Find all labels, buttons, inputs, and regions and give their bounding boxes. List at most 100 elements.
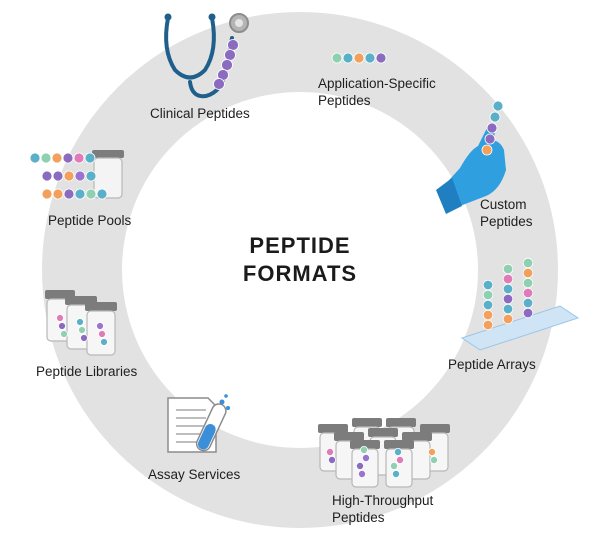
bead: [492, 100, 504, 112]
label-high-throughput-line-1: High-Throughput: [332, 493, 434, 508]
label-peptide-pools: Peptide Pools: [48, 212, 131, 229]
bead: [58, 322, 66, 330]
bead: [427, 447, 436, 456]
bead: [482, 279, 494, 291]
label-peptide-pools-text: Peptide Pools: [48, 213, 132, 228]
bead: [213, 78, 225, 90]
bead: [56, 314, 64, 322]
jar-lid: [352, 418, 382, 427]
jar-cluster-icon: [318, 418, 450, 488]
bead: [80, 334, 88, 342]
bead-rows-jar-icon: [29, 150, 124, 200]
center-title-line-2: FORMATS: [242, 261, 358, 286]
label-peptide-libraries-text: Peptide Libraries: [36, 364, 138, 379]
bead: [522, 307, 534, 319]
bead: [227, 39, 239, 51]
bead: [40, 152, 52, 164]
bead: [78, 326, 86, 334]
label-custom-peptides-line-1: Custom: [480, 197, 527, 212]
bead: [522, 297, 534, 309]
bead: [502, 293, 514, 305]
bead: [52, 170, 64, 182]
jar-lid: [368, 428, 398, 437]
bead: [359, 445, 368, 454]
bead: [482, 289, 494, 301]
report-test-tube-icon: [167, 394, 230, 453]
bead: [391, 469, 400, 478]
peptide-array-slide-icon: [460, 257, 580, 351]
label-clinical-peptides-text: Clinical Peptides: [150, 106, 250, 121]
jar-lid: [318, 424, 348, 433]
bead: [63, 170, 75, 182]
bead: [364, 52, 376, 64]
bead: [486, 122, 498, 134]
bead-chain-icon: [331, 52, 387, 64]
bead: [522, 287, 534, 299]
bead: [482, 309, 494, 321]
bead: [76, 318, 84, 326]
jar-lid: [420, 424, 450, 433]
bead: [482, 319, 494, 331]
bead: [489, 111, 501, 123]
bead: [96, 322, 104, 330]
stethoscope-icon: [164, 13, 249, 99]
bead: [85, 188, 97, 200]
label-assay-services-text: Assay Services: [148, 467, 241, 482]
bead: [327, 455, 336, 464]
bead: [73, 152, 85, 164]
bead: [85, 170, 97, 182]
bead: [41, 170, 53, 182]
bead: [481, 144, 493, 156]
bead: [357, 469, 366, 478]
bead: [502, 283, 514, 295]
bead: [100, 338, 108, 346]
jar-lid: [334, 432, 364, 441]
bead: [98, 330, 106, 338]
bead: [52, 188, 64, 200]
bead: [84, 152, 96, 164]
center-title-line-1: PEPTIDE: [249, 233, 351, 258]
bead: [502, 313, 514, 325]
bead: [355, 461, 364, 470]
bead: [522, 257, 534, 269]
bead: [62, 152, 74, 164]
bead: [29, 152, 41, 164]
bead: [429, 455, 438, 464]
jar-lid: [384, 440, 414, 449]
label-custom-peptides: Custom Peptides: [480, 196, 533, 230]
jar-lid: [402, 432, 432, 441]
jar-lid: [386, 418, 416, 427]
jar-lid: [85, 302, 117, 311]
bead: [522, 267, 534, 279]
bead: [502, 273, 514, 285]
bead: [395, 455, 404, 464]
bead: [361, 453, 370, 462]
bead: [224, 49, 236, 61]
bead: [41, 188, 53, 200]
label-custom-peptides-line-2: Peptides: [480, 214, 533, 229]
jar-lid: [350, 440, 380, 449]
format-ring: [42, 12, 558, 528]
label-peptide-arrays: Peptide Arrays: [448, 356, 536, 373]
bead: [74, 188, 86, 200]
jar-trio-icon: [45, 290, 117, 356]
bead: [502, 263, 514, 275]
bead: [60, 330, 68, 338]
gloved-hand-icon: [436, 100, 506, 214]
bead: [502, 303, 514, 315]
label-peptide-arrays-text: Peptide Arrays: [448, 357, 536, 372]
bead: [342, 52, 354, 64]
label-high-throughput-line-2: Peptides: [332, 510, 385, 525]
bead: [325, 447, 334, 456]
bead: [331, 52, 343, 64]
bead: [522, 277, 534, 289]
bead: [63, 188, 75, 200]
label-clinical-peptides: Clinical Peptides: [150, 105, 250, 122]
bead: [353, 52, 365, 64]
bead: [96, 188, 108, 200]
bead: [51, 152, 63, 164]
bead: [389, 461, 398, 470]
bead: [375, 52, 387, 64]
